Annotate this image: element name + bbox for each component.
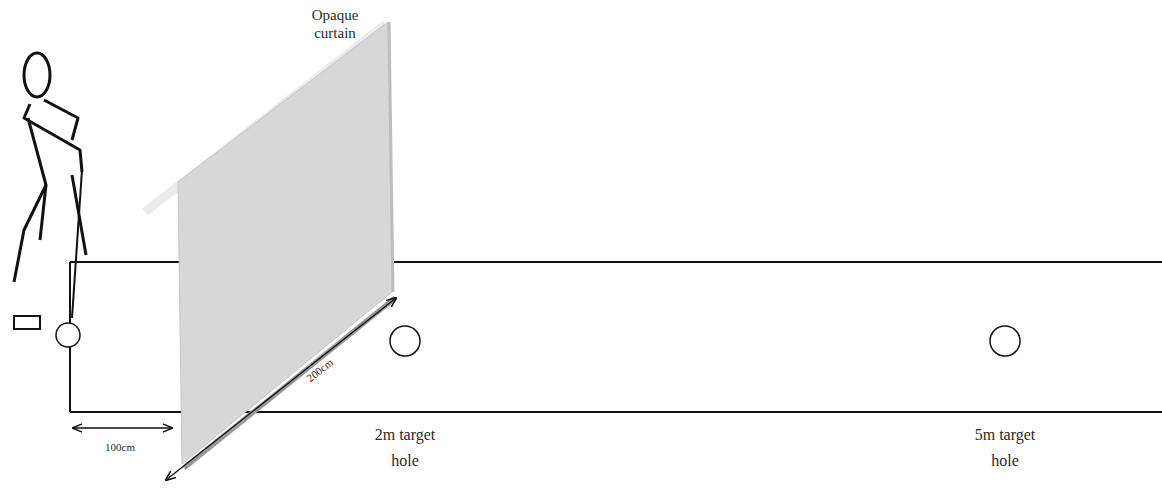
hole-node: 5m target hole bbox=[935, 326, 1075, 476]
curtain-node: Opaque curtain bbox=[140, 0, 402, 486]
curtain-outline bbox=[140, 0, 402, 486]
golfer-arm bbox=[44, 100, 78, 140]
golfer-leg bbox=[14, 185, 46, 282]
hole-node: 2m target hole bbox=[335, 326, 475, 476]
target-hole bbox=[990, 326, 1020, 356]
golfer-figure bbox=[14, 53, 86, 318]
curtain-panel bbox=[178, 22, 392, 464]
curtain-label: Opaque curtain bbox=[302, 6, 368, 42]
golfer-head bbox=[24, 53, 50, 97]
curtain-base bbox=[184, 298, 395, 468]
golf-ball bbox=[56, 323, 80, 347]
dimension-label: 100cm bbox=[90, 441, 150, 454]
hole-label: 2m target hole bbox=[370, 422, 440, 474]
golfer-torso bbox=[28, 118, 46, 240]
dimension-arrow bbox=[166, 298, 396, 480]
putter-shaft bbox=[72, 170, 82, 318]
putter-head bbox=[14, 316, 40, 329]
dimension-arrow bbox=[73, 427, 172, 428]
hole-label: 5m target hole bbox=[970, 422, 1040, 474]
curtain-edge bbox=[389, 22, 393, 292]
target-hole bbox=[390, 326, 420, 356]
